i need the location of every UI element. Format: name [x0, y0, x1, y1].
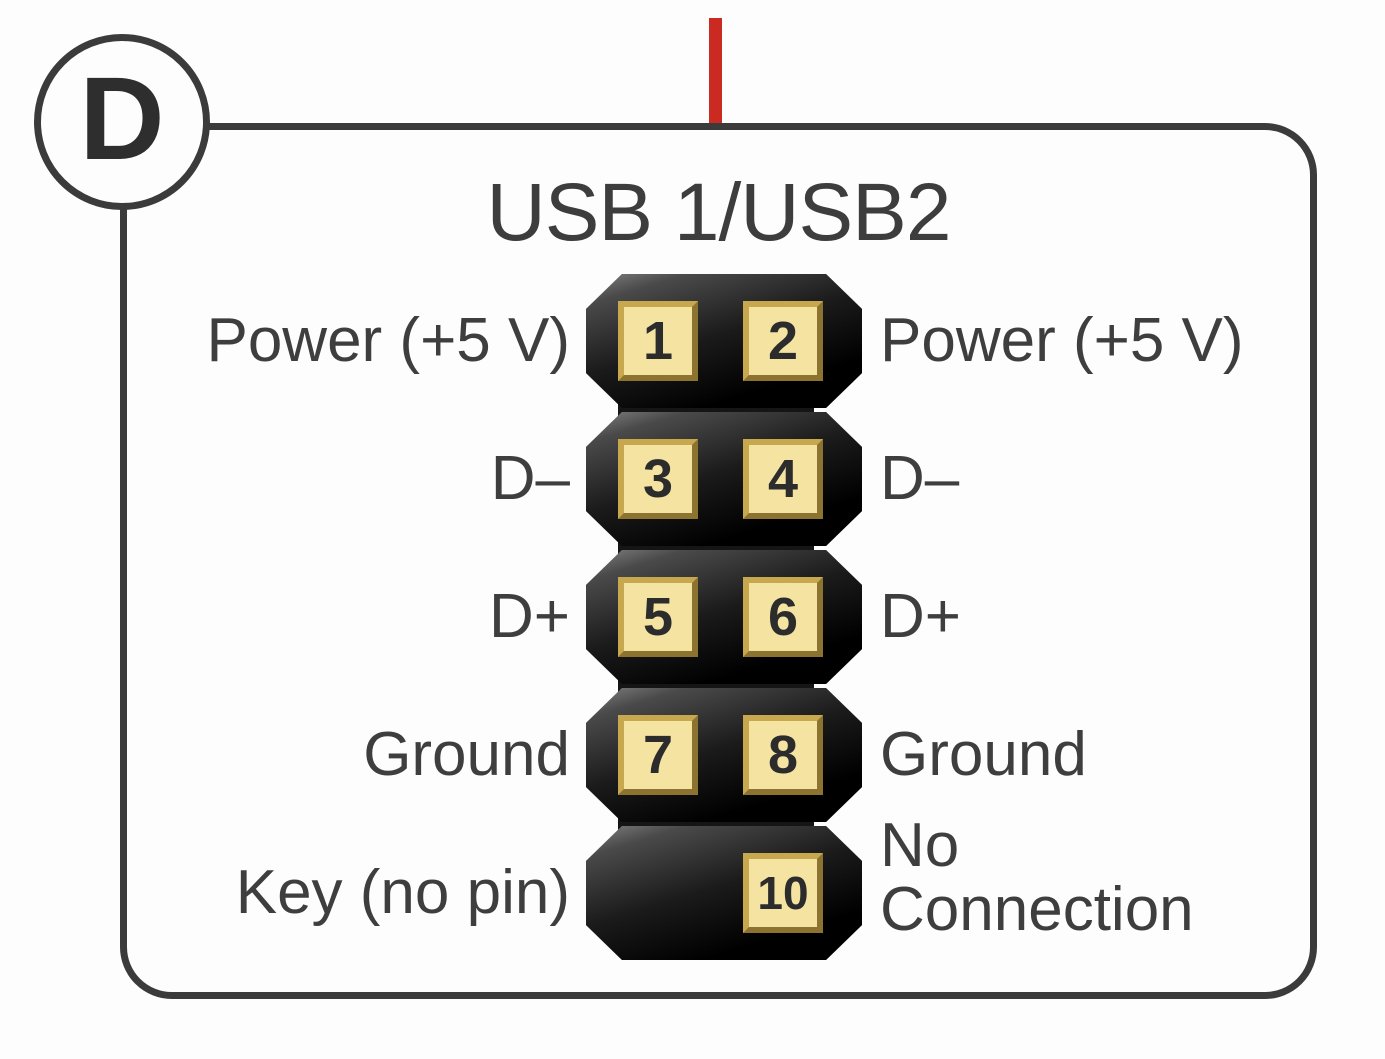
- diagram-title: USB 1/USB2: [486, 167, 952, 258]
- label-pin7-function: Ground: [363, 719, 570, 789]
- diagram-label-badge: D: [34, 34, 210, 210]
- usb-header-connector: 1 2 3 4 5 6 7 8 10: [586, 274, 862, 964]
- pin-6: 6: [743, 577, 823, 657]
- pin-1: 1: [618, 301, 698, 381]
- label-pin4-function: D–: [880, 443, 960, 513]
- pin-7: 7: [618, 715, 698, 795]
- label-pin9-key: Key (no pin): [235, 857, 570, 927]
- header-row-3: 5 6: [586, 550, 862, 684]
- label-pin8-function: Ground: [880, 719, 1087, 789]
- pin-5: 5: [618, 577, 698, 657]
- header-row-5-key: 10: [586, 826, 862, 960]
- pin-4: 4: [743, 439, 823, 519]
- label-pin2-function: Power (+5 V): [880, 305, 1244, 375]
- header-row-4: 7 8: [586, 688, 862, 822]
- header-row-2: 3 4: [586, 412, 862, 546]
- label-pin6-function: D+: [880, 581, 961, 651]
- callout-leader-line: [709, 18, 722, 130]
- pin-2: 2: [743, 301, 823, 381]
- label-pin1-function: Power (+5 V): [206, 305, 570, 375]
- badge-letter: D: [79, 53, 165, 185]
- pin-3: 3: [618, 439, 698, 519]
- label-pin3-function: D–: [490, 443, 570, 513]
- pin-8: 8: [743, 715, 823, 795]
- label-pin10-text: No Connection: [880, 810, 1194, 944]
- label-pin10-function: No Connection: [880, 813, 1240, 960]
- pin-10: 10: [743, 853, 823, 933]
- header-row-1: 1 2: [586, 274, 862, 408]
- label-pin5-function: D+: [489, 581, 570, 651]
